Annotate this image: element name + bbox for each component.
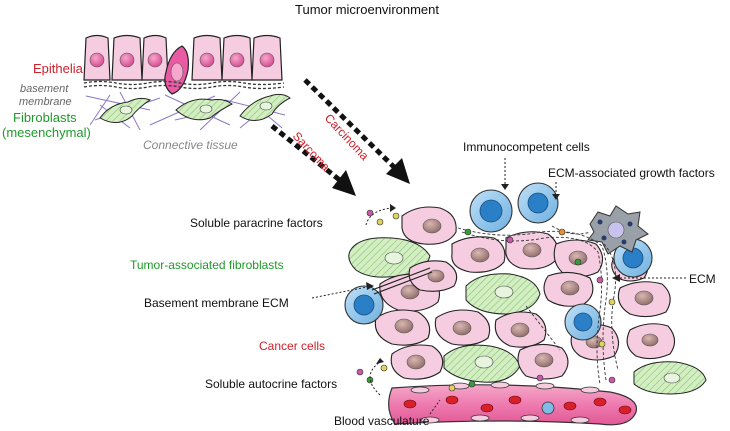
cancer-cell [451, 236, 506, 273]
basement-label-line1: basement [20, 83, 69, 95]
epithelial-cell [83, 34, 111, 81]
epithelial-cell [111, 34, 143, 81]
tumor-tissue [311, 158, 707, 426]
cancer-cell [408, 260, 458, 292]
tumor-fibroblast [443, 344, 521, 383]
immune-cell [344, 285, 384, 325]
immune-cell [469, 189, 513, 233]
basement-label-line2: membrane [19, 96, 72, 108]
cancer-cell [434, 309, 491, 346]
immune-cell [517, 182, 559, 224]
cancer-cell [626, 323, 676, 360]
invading-epithelial-cell [164, 45, 189, 95]
carcinoma-arrow [303, 78, 410, 184]
sarcoma-arrow [270, 124, 356, 196]
pointer-lines [311, 158, 686, 415]
epithelia-label: Epithelia [33, 61, 83, 76]
normal-tissue [83, 34, 291, 131]
fibroblasts-label-line2: (mesenchymal) [2, 125, 91, 140]
fibroblasts-label-line1: Fibroblasts [13, 110, 77, 125]
cancer-cell [617, 281, 671, 318]
cancer-cell [401, 206, 457, 245]
cancer-cell [374, 309, 431, 346]
tumor-fibroblast [465, 273, 541, 315]
ecm-growth-factors-label: ECM-associated growth factors [548, 166, 715, 180]
macrophage-cell [587, 205, 649, 255]
cancer-cell [517, 343, 569, 380]
soluble-autocrine-label: Soluble autocrine factors [205, 377, 338, 391]
connective-tissue-label: Connective tissue [143, 138, 238, 152]
fibroblast [175, 98, 233, 121]
ecm-label: ECM [689, 272, 716, 286]
epithelial-cell [141, 34, 169, 81]
basement-membrane-line [83, 80, 285, 90]
immune-cell-in-vessel [541, 401, 555, 415]
red-blood-cells [403, 395, 632, 415]
epithelial-cell [191, 34, 223, 81]
immunocompetent-cells-label: Immunocompetent cells [463, 140, 590, 154]
cancer-cell [505, 231, 559, 270]
blood-vasculature-label: Blood vasculature [334, 414, 430, 428]
cancer-cell [543, 271, 594, 307]
growth-factor-particles [356, 209, 616, 392]
basement-membrane-segment [371, 267, 433, 295]
cancer-cell [494, 311, 547, 348]
basement-membrane-ecm-label: Basement membrane ECM [144, 296, 289, 310]
blood-vessel [388, 381, 638, 426]
soluble-paracrine-label: Soluble paracrine factors [190, 216, 323, 230]
tumor-fibroblast [633, 361, 707, 395]
cancer-cell [390, 344, 444, 380]
fibroblast [99, 97, 152, 123]
immune-cell [564, 303, 602, 341]
cancer-cell [553, 239, 604, 278]
cancer-cells-label: Cancer cells [259, 339, 326, 353]
diagram-title: Tumor microenvironment [295, 2, 440, 17]
epithelial-cell [221, 34, 253, 81]
immune-cell [613, 238, 653, 278]
tumor-fibroblasts-label: Tumor-associated fibroblasts [130, 258, 284, 272]
epithelial-cell [251, 34, 283, 81]
fibroblast [239, 93, 291, 121]
